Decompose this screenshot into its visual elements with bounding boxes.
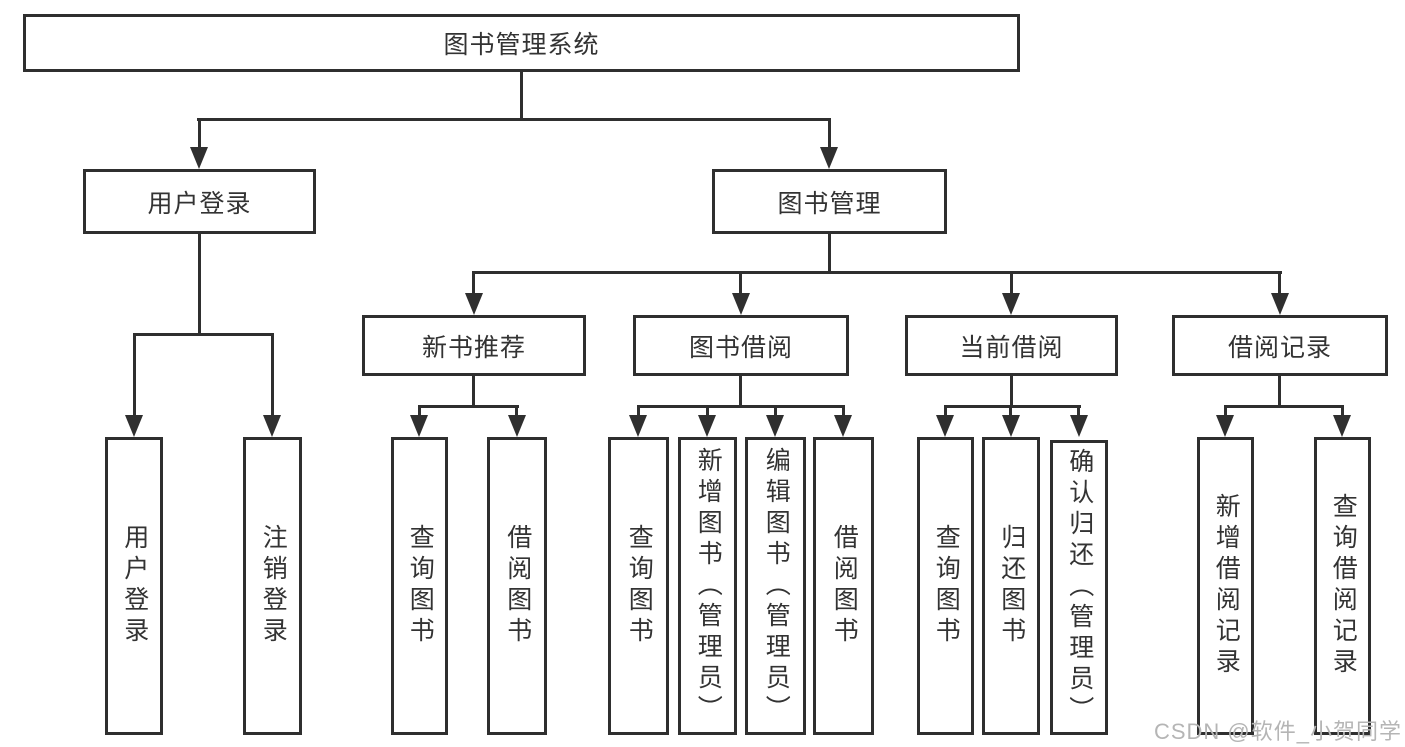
arrowhead-leaf-user-login bbox=[125, 415, 143, 437]
csdn-watermark: CSDN @软件_小贺同学 bbox=[1153, 719, 1402, 744]
leaf-bb-edit-books-admin-label: 编辑图书（管理员） bbox=[762, 446, 791, 726]
leaf-user-login-label: 用户登录 bbox=[120, 524, 149, 648]
leaf-bb-add-books-admin: 新增图书（管理员） bbox=[678, 437, 737, 735]
connector-new-book-recommend-stem bbox=[472, 376, 475, 408]
connector-borrowing-records-rail bbox=[1224, 405, 1344, 408]
connector-drop-user-login bbox=[198, 118, 201, 148]
arrowhead-borrowing-records bbox=[1271, 293, 1289, 315]
arrowhead-current-borrowing bbox=[1002, 293, 1020, 315]
connector-new-book-recommend-rail bbox=[418, 405, 519, 408]
leaf-bb-edit-books-admin: 编辑图书（管理员） bbox=[745, 437, 806, 735]
leaf-br-query-record-label: 查询借阅记录 bbox=[1329, 493, 1358, 679]
node-book-management-label: 图书管理 bbox=[777, 189, 882, 218]
leaf-cb-query-books: 查询图书 bbox=[917, 437, 974, 735]
connector-user-login-rail bbox=[133, 333, 274, 336]
leaf-nb-borrow-books: 借阅图书 bbox=[487, 437, 547, 735]
arrowhead-nb-query bbox=[410, 415, 428, 437]
node-library-management-system: 图书管理系统 bbox=[23, 14, 1020, 72]
node-new-book-recommend-label: 新书推荐 bbox=[421, 333, 526, 362]
node-book-borrowing: 图书借阅 bbox=[633, 315, 849, 376]
leaf-cb-return-books-label: 归还图书 bbox=[997, 524, 1026, 648]
leaf-logout-login-label: 注销登录 bbox=[259, 524, 288, 648]
node-borrowing-records-label: 借阅记录 bbox=[1227, 333, 1332, 362]
connector-book-management-stem bbox=[828, 234, 831, 274]
leaf-cb-confirm-return-admin-label: 确认归还（管理员） bbox=[1065, 448, 1094, 727]
connector-drop-book-borrowing bbox=[739, 271, 742, 295]
connector-drop-cb-return bbox=[1009, 405, 1012, 419]
node-borrowing-records: 借阅记录 bbox=[1172, 315, 1388, 376]
arrowhead-book-borrowing bbox=[732, 293, 750, 315]
connector-root-stem bbox=[520, 72, 523, 121]
leaf-cb-return-books: 归还图书 bbox=[982, 437, 1040, 735]
connector-drop-bb-query bbox=[637, 405, 640, 419]
connector-drop-borrowing-records bbox=[1278, 271, 1281, 295]
leaf-nb-borrow-books-label: 借阅图书 bbox=[503, 524, 532, 648]
connector-book-borrowing-rail bbox=[637, 405, 845, 408]
arrowhead-bb-borrow bbox=[834, 415, 852, 437]
leaf-bb-query-books-label: 查询图书 bbox=[625, 524, 654, 648]
connector-root-rail bbox=[197, 118, 831, 121]
connector-drop-cb-query bbox=[944, 405, 947, 419]
leaf-br-query-record: 查询借阅记录 bbox=[1314, 437, 1371, 735]
arrowhead-cb-return bbox=[1002, 415, 1020, 437]
connector-book-management-rail bbox=[472, 271, 1282, 274]
leaf-bb-borrow-books: 借阅图书 bbox=[813, 437, 874, 735]
connector-drop-br-query bbox=[1341, 405, 1344, 419]
leaf-user-login: 用户登录 bbox=[105, 437, 163, 735]
connector-drop-bb-add bbox=[706, 405, 709, 419]
leaf-nb-query-books-label: 查询图书 bbox=[406, 524, 435, 648]
arrowhead-br-add bbox=[1216, 415, 1234, 437]
node-library-management-system-label: 图书管理系统 bbox=[443, 31, 600, 59]
node-user-login: 用户登录 bbox=[83, 169, 316, 234]
connector-drop-cb-confirm bbox=[1077, 405, 1080, 419]
connector-drop-nb-borrow bbox=[515, 405, 518, 419]
node-current-borrowing: 当前借阅 bbox=[905, 315, 1118, 376]
leaf-cb-confirm-return-admin: 确认归还（管理员） bbox=[1050, 440, 1108, 735]
leaf-nb-query-books: 查询图书 bbox=[391, 437, 448, 735]
node-book-borrowing-label: 图书借阅 bbox=[688, 333, 793, 362]
leaf-br-add-record: 新增借阅记录 bbox=[1197, 437, 1254, 735]
arrowhead-leaf-logout bbox=[263, 415, 281, 437]
connector-drop-leaf-user-login bbox=[133, 333, 136, 418]
leaf-bb-borrow-books-label: 借阅图书 bbox=[830, 524, 859, 648]
connector-drop-new-book-recommend bbox=[472, 271, 475, 295]
connector-borrowing-records-stem bbox=[1278, 376, 1281, 408]
connector-drop-bb-edit bbox=[774, 405, 777, 419]
connector-drop-bb-borrow bbox=[842, 405, 845, 419]
arrowhead-new-book-recommend bbox=[465, 293, 483, 315]
leaf-br-add-record-label: 新增借阅记录 bbox=[1212, 493, 1241, 679]
connector-current-borrowing-stem bbox=[1010, 375, 1013, 408]
arrowhead-cb-query bbox=[936, 415, 954, 437]
connector-user-login-stem bbox=[198, 234, 201, 336]
node-user-login-label: 用户登录 bbox=[147, 189, 252, 218]
connector-drop-book-management bbox=[828, 118, 831, 148]
connector-drop-current-borrowing bbox=[1010, 271, 1013, 295]
leaf-bb-query-books: 查询图书 bbox=[608, 437, 669, 735]
arrowhead-book-management bbox=[820, 147, 838, 169]
node-new-book-recommend: 新书推荐 bbox=[362, 315, 586, 376]
connector-book-borrowing-stem bbox=[739, 376, 742, 408]
leaf-logout-login: 注销登录 bbox=[243, 437, 302, 735]
arrowhead-bb-query bbox=[629, 415, 647, 437]
connector-drop-leaf-logout bbox=[271, 333, 274, 418]
arrowhead-br-query bbox=[1333, 415, 1351, 437]
node-current-borrowing-label: 当前借阅 bbox=[959, 333, 1064, 362]
arrowhead-nb-borrow bbox=[508, 415, 526, 437]
arrowhead-user-login bbox=[190, 147, 208, 169]
leaf-bb-add-books-admin-label: 新增图书（管理员） bbox=[694, 446, 723, 726]
node-book-management: 图书管理 bbox=[712, 169, 947, 234]
connector-current-borrowing-rail bbox=[944, 405, 1081, 408]
connector-drop-br-add bbox=[1224, 405, 1227, 419]
arrowhead-bb-edit bbox=[766, 415, 784, 437]
arrowhead-cb-confirm bbox=[1070, 415, 1088, 437]
leaf-cb-query-books-label: 查询图书 bbox=[932, 524, 961, 648]
arrowhead-bb-add bbox=[698, 415, 716, 437]
connector-drop-nb-query bbox=[418, 405, 421, 419]
